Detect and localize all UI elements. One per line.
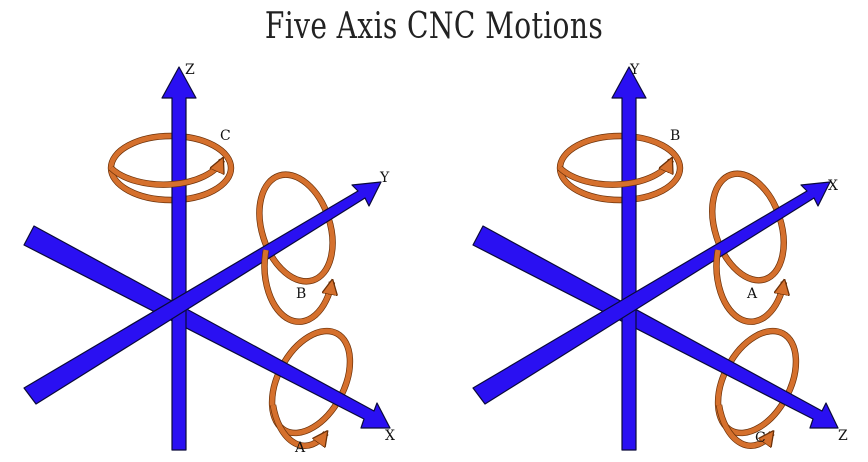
right-rotation-down-label: C [755,430,766,446]
right-axis-vertical-shaft [611,66,647,451]
left-diagonal-down-axis-label: X [385,428,395,444]
right-axis-z-shaft [472,225,839,429]
right-diagonal-down-axis-label: Z [838,428,848,444]
left-vertical-axis-label: Z [185,62,195,78]
left-rotation-up-label: B [296,286,306,302]
left-axes-group: Z Y X C B A [23,62,395,456]
right-rotation-vertical-label: B [670,128,680,144]
right-rotation-up-label: A [746,286,758,302]
page-title: Five Axis CNC Motions [264,6,604,47]
left-axis-x-shaft [23,225,391,429]
right-axis-x-shaft [472,181,831,405]
left-axis-vertical-shaft [161,66,197,451]
left-rotation-vertical-label: C [220,128,231,144]
left-axis-y-shaft [23,181,382,405]
left-rotation-down-label: A [294,440,306,456]
right-vertical-axis-label: Y [629,62,640,78]
left-diagonal-up-axis-label: Y [379,170,390,186]
right-diagonal-up-axis-label: X [828,178,838,194]
right-axes-group: Y X Z B A C [472,62,848,451]
